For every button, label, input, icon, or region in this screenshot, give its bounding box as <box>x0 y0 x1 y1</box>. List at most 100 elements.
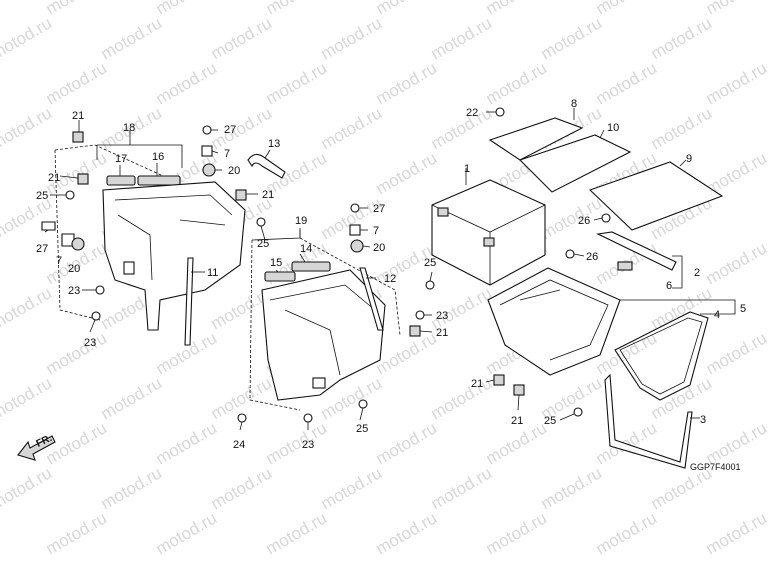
watermark-text: motod.ru <box>263 58 331 108</box>
bolt-25-battery <box>574 408 582 416</box>
bolt-23-right <box>416 311 424 319</box>
clip-21-top <box>73 132 83 142</box>
watermark-text: motod.ru <box>0 373 55 423</box>
watermark-text: motod.ru <box>318 13 386 63</box>
bolt-24 <box>238 414 246 422</box>
watermark-text: motod.ru <box>0 103 55 153</box>
watermark-text: motod.ru <box>648 283 716 333</box>
bolt-25-left <box>66 191 74 199</box>
watermark-text: motod.ru <box>483 508 551 558</box>
bolt-27-center <box>351 204 359 212</box>
watermark-text: motod.ru <box>428 373 496 423</box>
grommet-20-top <box>203 164 215 176</box>
callout-25-battery: 25 <box>544 415 556 427</box>
watermark-text: motod.ru <box>648 13 716 63</box>
watermark-text: motod.ru <box>703 58 768 108</box>
watermark-text: motod.ru <box>153 0 221 18</box>
watermark-text: motod.ru <box>703 0 768 18</box>
grommet-20-left <box>72 238 84 250</box>
bolt-25-right <box>426 281 434 289</box>
clip-21-center <box>410 326 420 336</box>
watermark-text: motod.ru <box>318 463 386 513</box>
grommet-20-center <box>351 240 363 252</box>
watermark-text: motod.ru <box>43 508 111 558</box>
watermark-text: motod.ru <box>373 148 441 198</box>
callout-23-bottom: 23 <box>302 439 314 451</box>
callout-7-center: 7 <box>373 225 379 237</box>
callout-4: 4 <box>714 309 720 321</box>
watermark-text: motod.ru <box>593 58 661 108</box>
callout-7-top: 7 <box>224 148 230 160</box>
callout-21-lower-a: 21 <box>471 378 483 390</box>
battery-terminal-b <box>484 238 494 246</box>
screw-27-left <box>42 222 55 230</box>
watermark-text: motod.ru <box>263 418 331 468</box>
watermark-text: motod.ru <box>153 418 221 468</box>
callout-6: 6 <box>666 280 672 292</box>
watermark-text: motod.ru <box>703 328 768 378</box>
bolt-23-left-a <box>96 286 104 294</box>
watermark-text: motod.ru <box>0 283 55 333</box>
callout-23-left-b: 23 <box>84 337 96 349</box>
callout-27-left: 27 <box>36 243 48 255</box>
clip-21-lower-b <box>514 385 524 395</box>
callout-25-left: 25 <box>36 190 48 202</box>
bolt-27-top <box>203 126 211 134</box>
watermark-text: motod.ru <box>263 0 331 18</box>
callout-26-upper: 26 <box>578 215 590 227</box>
callout-25-bottom: 25 <box>356 423 368 435</box>
watermark-text: motod.ru <box>428 13 496 63</box>
collar-7-center <box>350 225 360 235</box>
callout-22: 22 <box>466 107 478 119</box>
callout-26-lower: 26 <box>586 251 598 263</box>
watermark-text: motod.ru <box>593 0 661 18</box>
watermark-text: motod.ru <box>208 463 276 513</box>
callout-21-right: 21 <box>262 189 274 201</box>
callout-7-left: 7 <box>56 255 62 267</box>
callout-16: 16 <box>152 151 164 163</box>
watermark-text: motod.ru <box>593 508 661 558</box>
callout-18: 18 <box>123 122 135 134</box>
callout-21-center: 21 <box>436 327 448 339</box>
callout-27-center: 27 <box>373 203 385 215</box>
watermark-text: motod.ru <box>43 0 111 18</box>
bolt-25-bottom <box>359 400 367 408</box>
watermark-text: motod.ru <box>0 463 55 513</box>
bolt-26-upper <box>602 214 610 222</box>
watermark-text: motod.ru <box>208 13 276 63</box>
rubber-strip-14 <box>292 262 330 271</box>
watermark-text: motod.ru <box>153 58 221 108</box>
callout-13: 13 <box>268 138 280 150</box>
clip-21-lower-a <box>494 375 504 385</box>
watermark-text: motod.ru <box>98 463 166 513</box>
watermark-text: motod.ru <box>373 58 441 108</box>
watermark-text: motod.ru <box>703 238 768 288</box>
watermark-text: motod.ru <box>428 283 496 333</box>
watermark-text: motod.ru <box>373 418 441 468</box>
battery-terminal-a <box>438 208 448 216</box>
callout-21-lower-b: 21 <box>511 415 523 427</box>
watermark-text: motod.ru <box>538 463 606 513</box>
callout-12: 12 <box>384 273 396 285</box>
watermark-text: motod.ru <box>373 0 441 18</box>
watermark-text: motod.ru <box>43 58 111 108</box>
bolt-22 <box>496 108 504 116</box>
callout-20-top: 20 <box>228 165 240 177</box>
callout-17: 17 <box>115 153 127 165</box>
strap-13 <box>248 154 285 178</box>
diagram-code: GGP7F4001 <box>690 462 741 472</box>
callout-23-left-a: 23 <box>68 285 80 297</box>
watermark-text: motod.ru <box>483 0 551 18</box>
center-cover-clip <box>313 378 325 388</box>
watermark-text: motod.ru <box>703 418 768 468</box>
watermark-text: motod.ru <box>318 103 386 153</box>
callout-27-top: 27 <box>224 124 236 136</box>
callout-15: 15 <box>270 257 282 269</box>
callout-25-center: 25 <box>257 238 269 250</box>
collar-7-top <box>202 146 212 156</box>
callout-9: 9 <box>686 153 692 165</box>
callout-24: 24 <box>233 439 245 451</box>
watermark-text: motod.ru <box>538 13 606 63</box>
battery <box>432 180 545 285</box>
rubber-strip-16 <box>138 176 180 185</box>
